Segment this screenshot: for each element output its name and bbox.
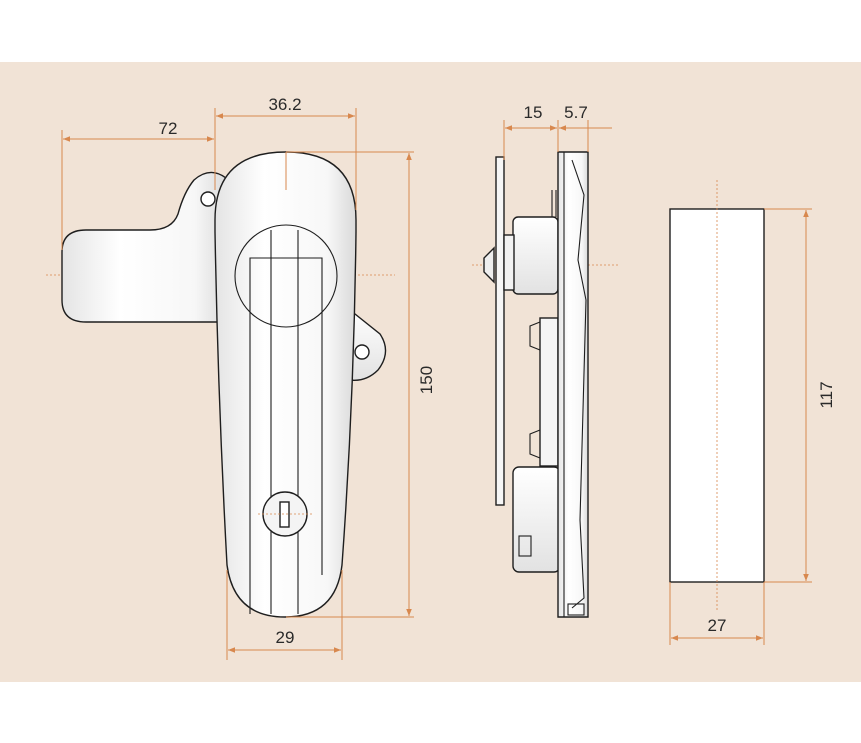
- dimension-label-150: 150: [417, 366, 436, 394]
- cylinder-block: [512, 216, 559, 295]
- keyhole-icon: [279, 501, 290, 528]
- dimension-label-15: 15: [524, 103, 543, 122]
- dimension-label-72: 72: [159, 119, 178, 138]
- dimension-label-36-2: 36.2: [268, 95, 301, 114]
- lever-arm: [61, 171, 229, 323]
- dimension-label-29: 29: [276, 628, 295, 647]
- panel-cutout-view: 117 27: [669, 180, 836, 645]
- dimension-label-5-7: 5.7: [564, 103, 588, 122]
- front-view: 72 36.2 150 29: [46, 95, 436, 660]
- lower-mounting-hole: [354, 344, 370, 360]
- cam-tip: [483, 246, 495, 284]
- upper-mounting-hole: [200, 191, 216, 207]
- side-view: 15 5.7: [472, 103, 620, 618]
- dimension-label-27: 27: [708, 616, 727, 635]
- cutout-rectangle: [669, 208, 765, 583]
- grip-channel: [249, 257, 323, 614]
- rail: [539, 317, 559, 467]
- pivot-boss: [234, 224, 338, 328]
- lower-mounting-tab: [349, 308, 387, 381]
- handle-body: [214, 151, 357, 618]
- mounting-plate: [495, 156, 505, 506]
- dimension-label-117: 117: [817, 381, 836, 408]
